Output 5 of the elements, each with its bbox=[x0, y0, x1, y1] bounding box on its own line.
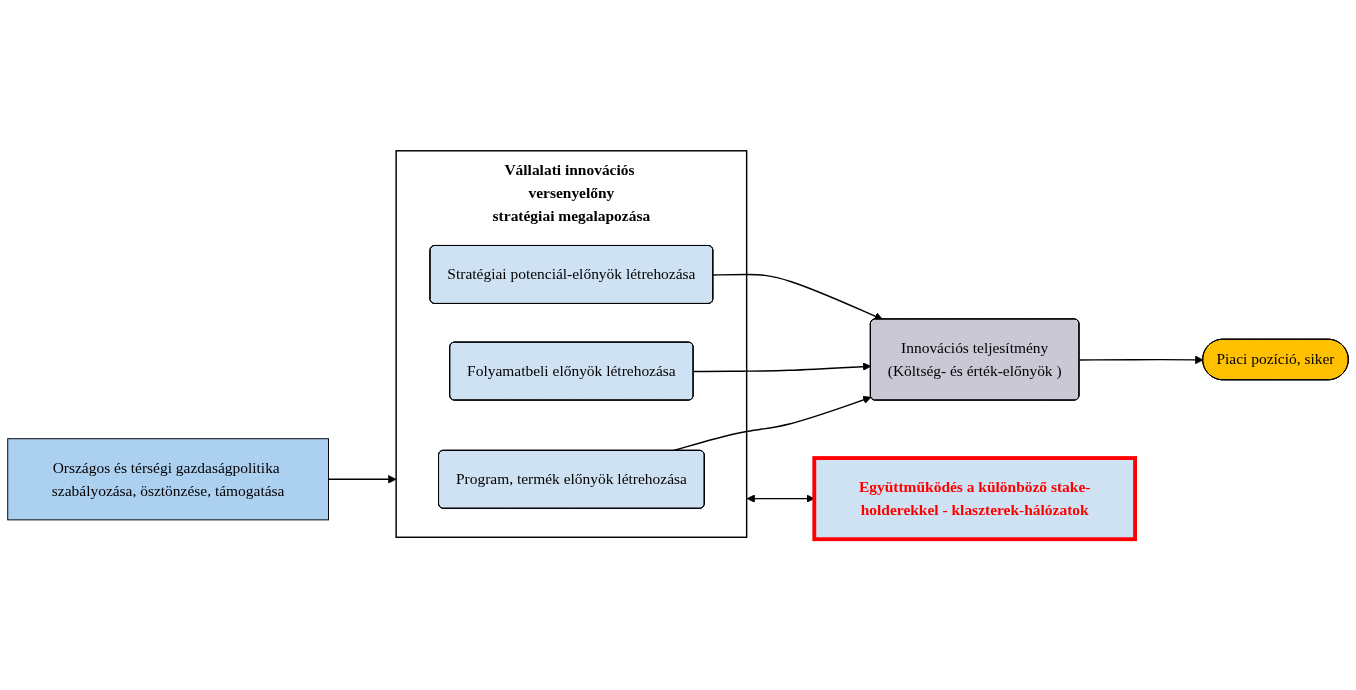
arrow bbox=[1078, 355, 1204, 365]
node-box: Együttműködés a különböző stake-holderekkel - klaszterek-hálózatok bbox=[812, 456, 1137, 542]
arrow bbox=[327, 475, 397, 484]
node-box: Országos és térségi gazdaságpolitika szabályozása, ösztönzése, támogatása bbox=[7, 438, 329, 521]
arrow bbox=[692, 362, 872, 373]
